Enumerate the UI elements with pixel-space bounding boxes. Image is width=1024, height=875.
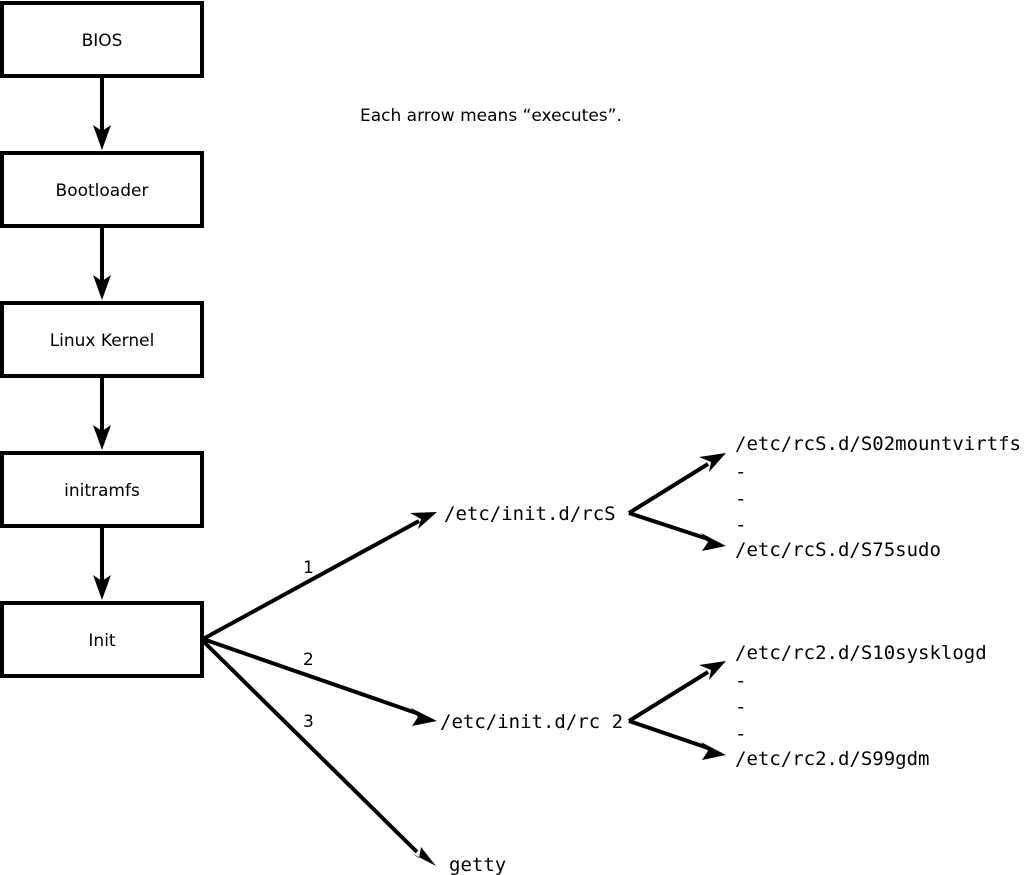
rc2-script-first-label: /etc/rc2.d/S10sysklogd: [735, 642, 987, 664]
edge-bootloader-kernel-arrowhead: [93, 275, 111, 300]
node-linux-kernel[interactable]: Linux Kernel: [0, 301, 204, 378]
node-bios[interactable]: BIOS: [0, 1, 204, 78]
edge-bios-to-bootloader: [93, 76, 111, 150]
edge-init-branch-3-line: [201, 639, 419, 854]
rc2-script-last-label: /etc/rc2.d/S99gdm: [735, 748, 929, 770]
edge-init-branch-2-line: [202, 637, 420, 716]
edge-init-branch-1: 1: [202, 512, 437, 641]
edge-initramfs-init-arrowhead: [93, 575, 111, 600]
node-etc-initd-rcs-label[interactable]: /etc/init.d/rcS: [444, 503, 616, 525]
edge-kernel-initramfs-arrowhead: [93, 425, 111, 450]
edge-init-branch-1-number: 1: [303, 558, 314, 578]
rcs-ellipsis-dash-3: -: [735, 514, 746, 536]
edge-init-branch-2-number: 2: [303, 650, 314, 670]
node-linux-kernel-label: Linux Kernel: [50, 331, 155, 351]
node-bootloader-rect: [0, 151, 204, 228]
node-bios-label: BIOS: [82, 31, 123, 51]
edge-bootloader-to-kernel: [93, 226, 111, 300]
edge-rc2-last-arrowhead: [701, 742, 726, 760]
edge-rc2-first-arrowhead: [699, 661, 726, 680]
node-bootloader-label: Bootloader: [56, 181, 149, 201]
node-etc-initd-rc2-label[interactable]: /etc/init.d/rc 2: [440, 711, 623, 733]
node-initramfs-label: initramfs: [64, 481, 140, 501]
node-getty-label[interactable]: getty: [449, 854, 506, 875]
edge-init-branch-2: 2: [202, 637, 437, 726]
rc2-ellipsis-dash-3: -: [735, 723, 746, 745]
edge-init-branch-1-arrowhead: [410, 512, 437, 529]
node-init[interactable]: Init: [0, 601, 204, 678]
rcs-ellipsis-dash-2: -: [735, 488, 746, 510]
rcs-script-last-label: /etc/rcS.d/S75sudo: [735, 539, 941, 561]
edge-init-branch-3-arrowhead: [411, 847, 436, 866]
edge-rcs-to-first-script: [627, 453, 726, 515]
legend-note: Each arrow means “executes”.: [360, 106, 622, 126]
node-initramfs[interactable]: initramfs: [0, 451, 204, 528]
node-bios-rect: [0, 1, 204, 78]
edge-kernel-to-initramfs: [93, 376, 111, 450]
node-bootloader[interactable]: Bootloader: [0, 151, 204, 228]
edge-rcs-to-last-script: [628, 511, 726, 551]
rc2-ellipsis-dash-1: -: [735, 670, 746, 692]
edge-init-branch-1-line: [202, 519, 420, 641]
edge-rc2-last-line: [628, 719, 709, 750]
rcs-ellipsis-dash-1: -: [735, 461, 746, 483]
edge-rc2-to-first-script: [627, 661, 726, 723]
edge-rc2-first-line: [627, 670, 710, 723]
edge-initramfs-to-init: [93, 526, 111, 600]
rcs-script-first-label: /etc/rcS.d/S02mountvirtfs: [735, 433, 1021, 455]
node-linux-kernel-rect: [0, 301, 204, 378]
edge-init-branch-3-number: 3: [303, 712, 314, 732]
edge-rcs-last-line: [628, 511, 709, 541]
rc2-ellipsis-dash-2: -: [735, 696, 746, 718]
edge-rcs-last-arrowhead: [701, 533, 726, 551]
edge-init-branch-2-arrowhead: [411, 708, 437, 726]
edge-rcs-first-arrowhead: [699, 453, 726, 472]
edge-bios-bootloader-arrowhead: [93, 125, 111, 150]
edge-rcs-first-line: [627, 462, 710, 515]
node-init-label: Init: [88, 631, 116, 651]
edge-rc2-to-last-script: [628, 719, 726, 760]
edge-init-branch-3: 3: [201, 639, 436, 866]
node-init-rect: [0, 601, 204, 678]
